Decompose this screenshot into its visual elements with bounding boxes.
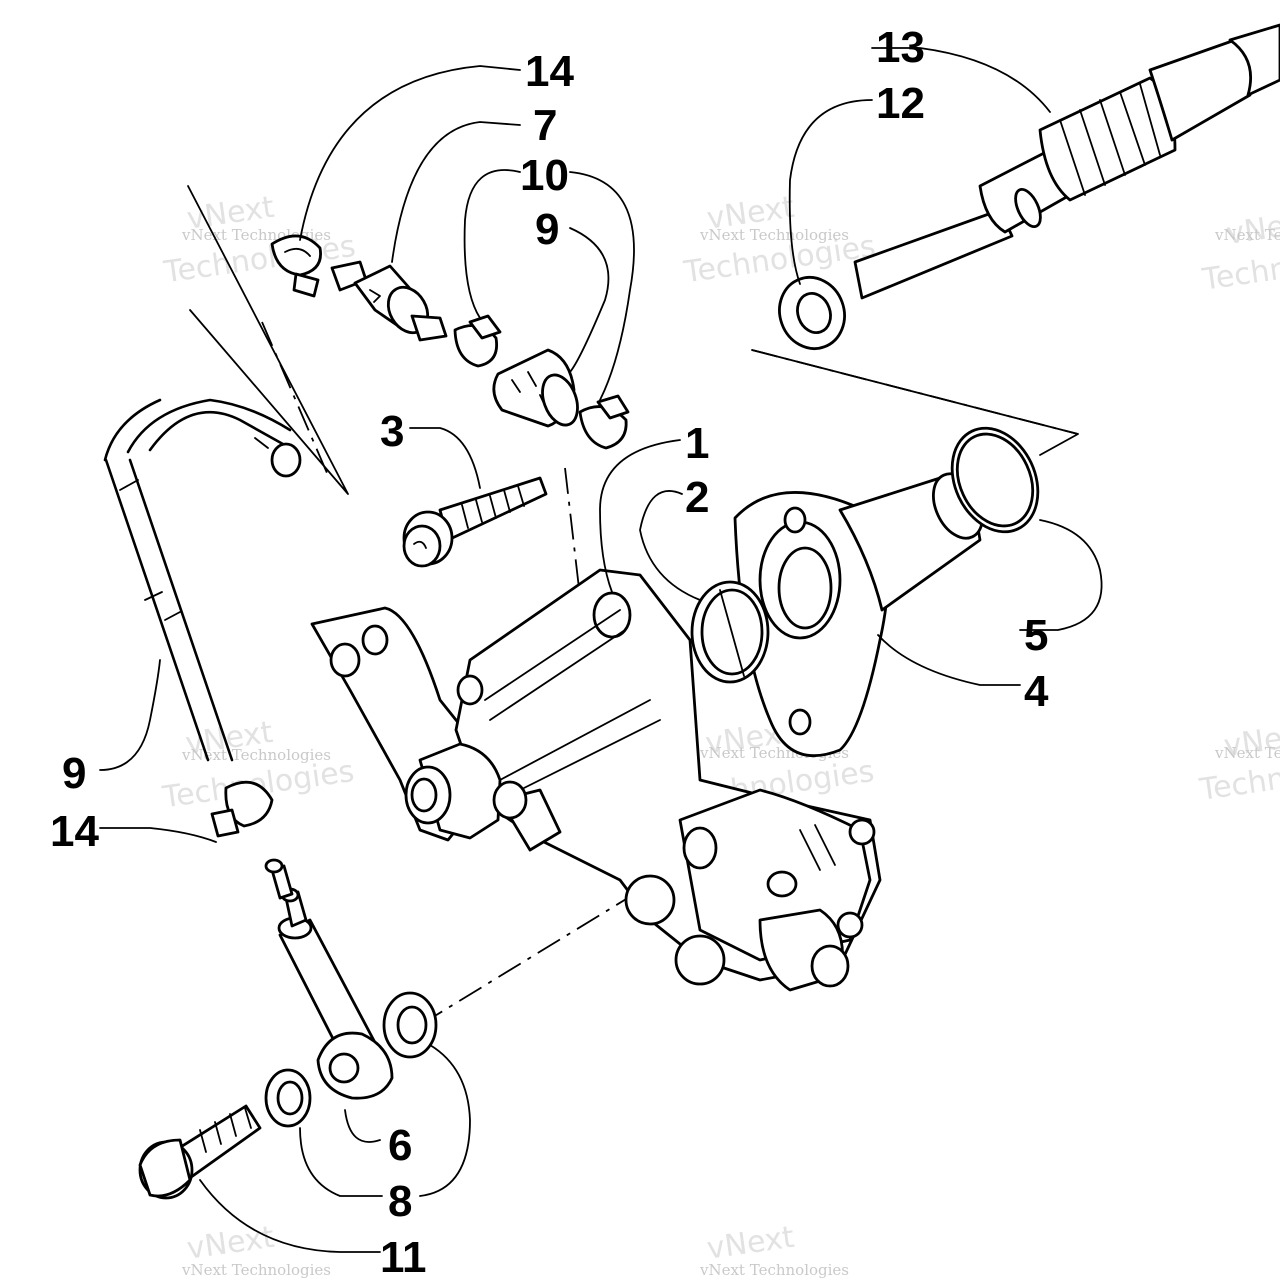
washer-12 <box>778 276 846 350</box>
drive-shaft-gear <box>853 23 1280 300</box>
watermark-large: vNext <box>185 1220 277 1267</box>
callout-3: 3 <box>380 407 404 456</box>
watermark-text: vNext Technologies <box>1214 226 1280 244</box>
flange-housing <box>733 426 1040 758</box>
callout-9-lower: 9 <box>62 749 86 798</box>
oil-pump-body <box>310 568 882 992</box>
watermark-text: vNext Technologies <box>699 226 849 244</box>
callouts: 14 7 10 9 13 12 3 1 2 5 4 9 14 6 8 11 <box>50 23 1049 1280</box>
callout-11: 11 <box>380 1233 427 1280</box>
watermark-text: vNext Technologies <box>181 746 331 764</box>
callout-7: 7 <box>533 101 557 150</box>
watermark-text: vNext Technologies <box>699 1261 849 1279</box>
watermark-group: vNext Technologies vNext Technologies vN… <box>160 190 1280 1279</box>
callout-8: 8 <box>388 1177 412 1226</box>
callout-9-upper: 9 <box>535 205 559 254</box>
callout-5: 5 <box>1024 611 1048 660</box>
lower-clamp <box>210 780 274 838</box>
callout-14-lower: 14 <box>50 807 99 856</box>
long-hose <box>103 398 302 762</box>
callout-2: 2 <box>685 473 709 522</box>
watermark-text: vNext Technologies <box>1214 744 1280 762</box>
watermark-text: vNext Technologies <box>181 1261 331 1279</box>
callout-13: 13 <box>876 23 925 72</box>
callout-6: 6 <box>388 1121 412 1170</box>
watermark-large: vNext <box>705 1220 797 1267</box>
callout-4: 4 <box>1024 667 1049 716</box>
bolt-3 <box>402 476 548 568</box>
upper-hose-fittings <box>270 234 630 450</box>
callout-14-upper: 14 <box>525 47 574 96</box>
leader-lines <box>99 47 1103 1253</box>
banjo-bolt-11 <box>138 1104 262 1200</box>
washers-8 <box>264 991 438 1128</box>
callout-1: 1 <box>685 419 709 468</box>
banjo-fitting-6 <box>264 858 394 1100</box>
o-ring-2 <box>690 580 770 684</box>
callout-12: 12 <box>876 79 925 128</box>
callout-10: 10 <box>520 151 569 200</box>
